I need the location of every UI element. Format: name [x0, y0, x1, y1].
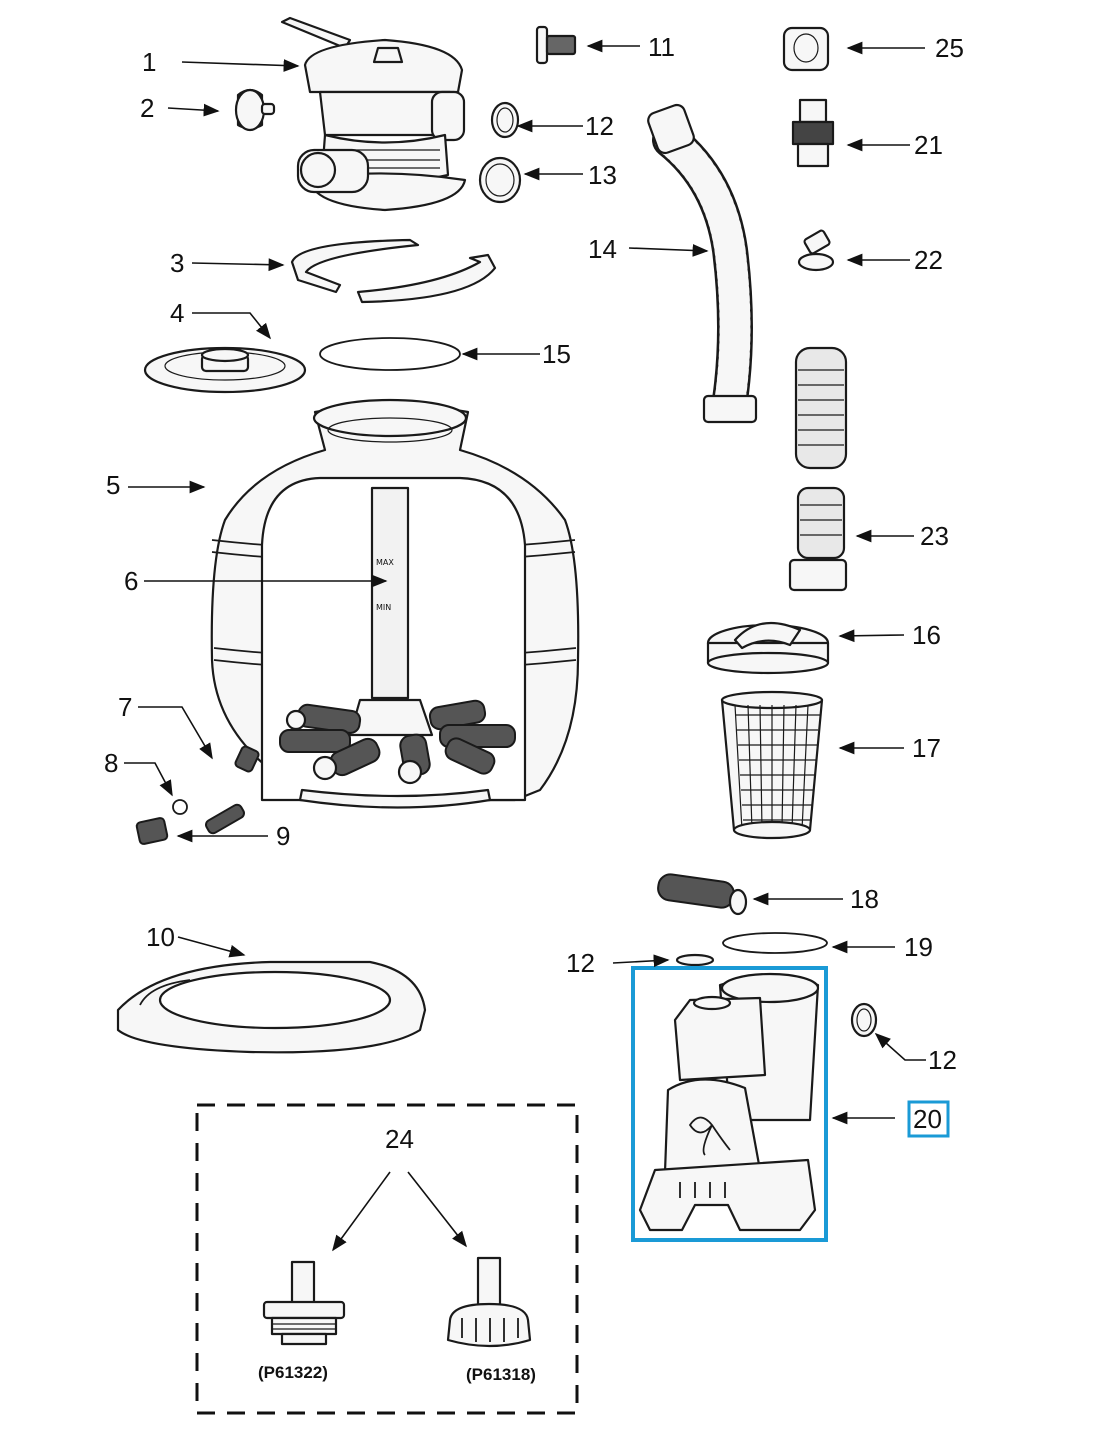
part-1-multiport-valve [280, 16, 467, 212]
adapter-p61318 [446, 1256, 532, 1348]
callout-11: 11 [648, 32, 675, 62]
variant-code-right: (P61318) [466, 1365, 536, 1384]
callout-5: 5 [106, 470, 120, 500]
part-12-o-ring-mid [675, 953, 715, 967]
part-13-union-nut [478, 156, 522, 204]
callout-15: 15 [542, 339, 571, 369]
part-16-strainer-lid [706, 621, 830, 675]
callout-22: 22 [914, 245, 943, 275]
svg-text:MIN: MIN [376, 603, 391, 612]
callout-16: 16 [912, 620, 941, 650]
pump-highlight-box [631, 966, 828, 1242]
callout-23: 23 [920, 521, 949, 551]
callout-17: 17 [912, 733, 941, 763]
part-14-hose [647, 103, 758, 424]
callout-12-top: 12 [585, 111, 614, 141]
part-2-plug [234, 88, 276, 132]
part-17-strainer-basket [720, 690, 824, 840]
part-4-tank-lid [143, 346, 307, 394]
part-24-adapter-box [195, 1103, 579, 1415]
part-12-o-ring-right [850, 1002, 878, 1038]
part-22-hose-clamp [797, 229, 835, 272]
part-12-o-ring-top [490, 101, 520, 139]
callout-6: 6 [124, 566, 138, 596]
callout-12-right: 12 [928, 1045, 957, 1075]
callout-8: 8 [104, 748, 118, 778]
callout-21: 21 [914, 130, 943, 160]
callout-1: 1 [142, 47, 156, 77]
callout-18: 18 [850, 884, 879, 914]
svg-text:MAX: MAX [376, 558, 394, 567]
part-23-short-hose [788, 346, 848, 592]
callout-13: 13 [588, 160, 617, 190]
callout-25: 25 [935, 33, 964, 63]
part-15-o-ring [319, 337, 461, 371]
callout-12-mid: 12 [566, 948, 595, 978]
part-25-union-nut [782, 26, 830, 72]
callout-20: 20 [913, 1104, 942, 1134]
part-21-connector [791, 98, 835, 168]
part-8-o-ring [172, 799, 188, 815]
callout-19: 19 [904, 932, 933, 962]
part-18-lateral [657, 873, 748, 916]
part-6-standpipe-laterals: MAX MIN [279, 486, 516, 785]
callout-4: 4 [170, 298, 184, 328]
callout-2: 2 [140, 93, 154, 123]
part-9-drain-cap [135, 817, 169, 845]
part-10-base [116, 960, 427, 1054]
callout-10: 10 [146, 922, 175, 952]
callout-numbers: 1 2 3 4 5 6 7 8 9 10 11 12 13 14 15 16 1… [104, 32, 964, 1384]
callout-24: 24 [385, 1124, 414, 1154]
adapter-p61322 [262, 1260, 346, 1346]
callout-9: 9 [276, 821, 290, 851]
part-20-pump [631, 966, 828, 1242]
part-3-clamp [290, 238, 497, 304]
part-19-o-ring [722, 932, 828, 954]
callout-20-box [907, 1100, 950, 1138]
callout-14: 14 [588, 234, 617, 264]
callout-3: 3 [170, 248, 184, 278]
variant-code-left: (P61322) [258, 1363, 328, 1382]
callout-7: 7 [118, 692, 132, 722]
part-11-air-release [535, 25, 577, 65]
part-7-lateral [205, 745, 260, 835]
leader-lines [124, 39, 926, 1252]
